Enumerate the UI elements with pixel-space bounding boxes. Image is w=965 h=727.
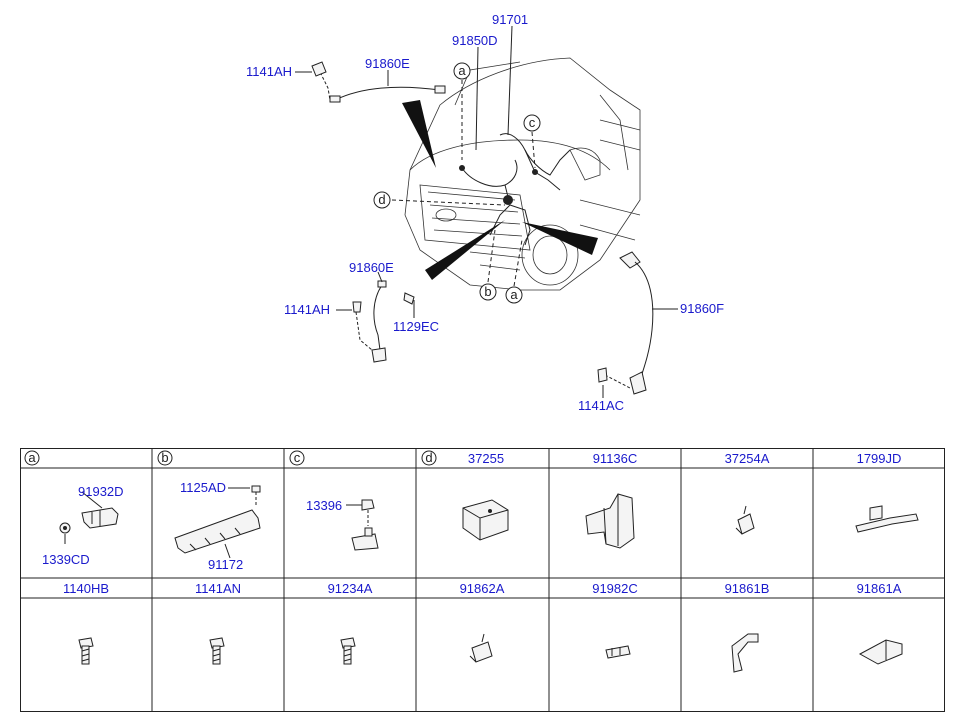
- cell-c-parts: 13396: [306, 498, 379, 551]
- clip-91862A: [469, 633, 493, 663]
- leader-wedges: [402, 100, 598, 280]
- cell-a-parts: 91932D 1339CD: [42, 484, 124, 567]
- label-1129EC: 1129EC: [393, 319, 439, 334]
- svg-text:b: b: [484, 284, 491, 299]
- callout-b: b: [479, 283, 497, 301]
- label-91860E-mid: 91860E: [349, 260, 394, 275]
- cell-d-part: [462, 499, 509, 541]
- label-91860F: 91860F: [680, 301, 724, 316]
- label-leaders: [391, 25, 536, 287]
- header-37255: 37255: [468, 451, 504, 466]
- svg-text:d: d: [425, 450, 432, 465]
- header-1140HB: 1140HB: [63, 581, 109, 596]
- header-1799JD: 1799JD: [857, 451, 902, 466]
- part-1799JD: [855, 505, 919, 533]
- cable-91860E-mid: [336, 271, 415, 363]
- header-91234A: 91234A: [328, 581, 373, 596]
- header-37254A: 37254A: [725, 451, 770, 466]
- part-91136C: [585, 493, 635, 549]
- label-91860E-top: 91860E: [365, 56, 410, 71]
- svg-text:b: b: [161, 450, 168, 465]
- cell-b-parts: 1125AD 91172: [174, 480, 261, 572]
- label-1339CD: 1339CD: [42, 552, 90, 567]
- bolt-1141AN: [209, 637, 225, 665]
- label-1125AD: 1125AD: [180, 480, 226, 495]
- label-1141AH-mid: 1141AH: [284, 302, 330, 317]
- cell-d-header: d: [421, 450, 437, 466]
- svg-text:a: a: [458, 63, 466, 78]
- cell-b-header: b: [157, 450, 173, 466]
- header-1141AN: 1141AN: [195, 581, 241, 596]
- label-91701: 91701: [492, 12, 528, 27]
- bracket-91861A: [858, 639, 903, 665]
- svg-text:a: a: [510, 287, 518, 302]
- header-91861B: 91861B: [725, 581, 770, 596]
- label-1141AC: 1141AC: [578, 398, 624, 413]
- wiring-diagram: 91701 91850D 91860E 1141AH 91860E 1141AH…: [246, 12, 724, 413]
- svg-text:a: a: [28, 450, 36, 465]
- cell-c-header: c: [289, 450, 305, 466]
- table-grid: [20, 448, 945, 712]
- label-91172: 91172: [208, 557, 243, 572]
- header-91982C: 91982C: [592, 581, 638, 596]
- bracket-91861B: [731, 633, 759, 673]
- header-91862A: 91862A: [460, 581, 505, 596]
- main-harness: [459, 133, 571, 246]
- parts-table: a b c d 37255 91136C 37254A 1799JD 91932…: [20, 448, 945, 712]
- part-37254A: [735, 505, 755, 535]
- callout-d: d: [373, 191, 391, 209]
- clip-91982C: [605, 645, 631, 659]
- callout-c: c: [523, 114, 541, 132]
- bolt-1140HB: [78, 637, 94, 665]
- cable-91860F: [597, 251, 678, 398]
- header-91861A: 91861A: [857, 581, 902, 596]
- header-91136C: 91136C: [593, 451, 638, 466]
- label-91850D: 91850D: [452, 33, 498, 48]
- svg-text:d: d: [378, 192, 385, 207]
- cell-a-header: a: [24, 450, 40, 466]
- cable-91860E-top: [295, 61, 446, 103]
- callout-a-bottom: a: [505, 286, 523, 304]
- svg-text:c: c: [529, 115, 536, 130]
- label-13396: 13396: [306, 498, 342, 513]
- bolt-91234A: [340, 637, 356, 665]
- label-1141AH-top: 1141AH: [246, 64, 292, 79]
- callout-a-top: a: [453, 62, 471, 80]
- svg-text:c: c: [294, 450, 301, 465]
- label-91932D: 91932D: [78, 484, 124, 499]
